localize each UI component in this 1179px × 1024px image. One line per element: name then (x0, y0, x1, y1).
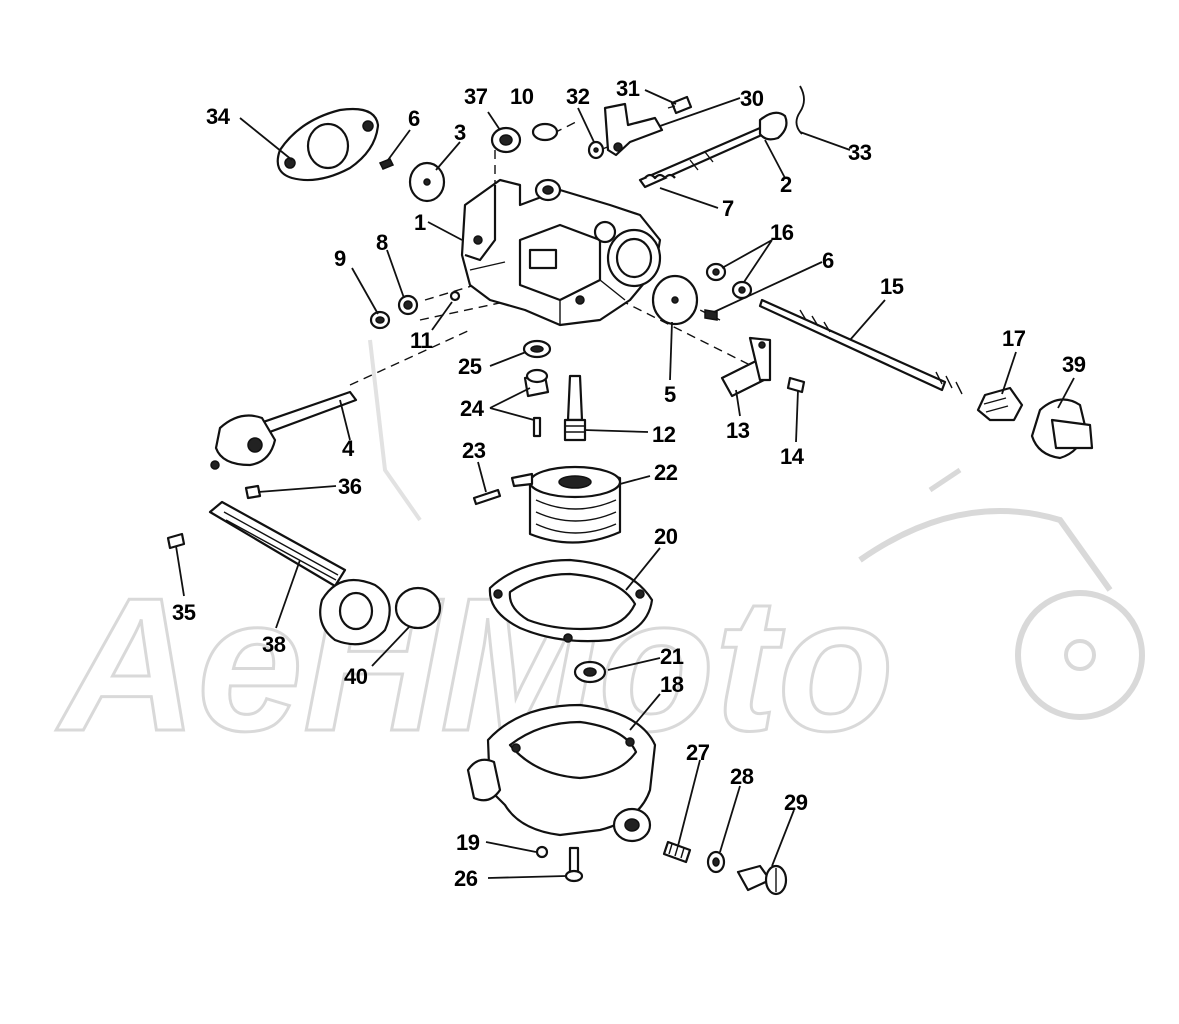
callout-31: 31 (616, 76, 640, 101)
part-4-throttle-shaft (210, 390, 358, 470)
callout-39: 39 (1062, 352, 1086, 377)
callout-3: 3 (454, 120, 466, 145)
callout-35: 35 (172, 600, 196, 625)
part-40-plug (394, 586, 442, 630)
part-28-washer (706, 850, 726, 874)
callout-21: 21 (660, 644, 684, 669)
callout-36: 36 (338, 474, 362, 499)
part-10-plug (531, 122, 559, 142)
part-13-bracket (720, 336, 772, 398)
callout-16: 16 (770, 220, 794, 245)
callout-32: 32 (566, 84, 590, 109)
callout-18: 18 (660, 672, 684, 697)
callout-17: 17 (1002, 326, 1026, 351)
callout-5: 5 (664, 382, 676, 407)
part-6-screw (378, 158, 395, 170)
part-38-intake-tube (208, 500, 391, 646)
part-15-needle-valve (758, 298, 963, 395)
part-31-screw (667, 95, 693, 115)
leader-lines (175, 89, 1075, 879)
part-21-valve (573, 660, 607, 684)
callout-40: 40 (344, 664, 368, 689)
callout-33: 33 (848, 140, 872, 165)
part-39-knob (1030, 398, 1094, 460)
part-16-nuts (705, 262, 753, 300)
part-30-choke-lever (603, 102, 664, 157)
part-35-screw (166, 532, 186, 550)
part-6-screw-right (704, 309, 718, 321)
part-24-needle-seat (523, 368, 550, 438)
callout-4: 4 (342, 436, 355, 461)
callout-34: 34 (206, 104, 231, 129)
callout-6-top: 6 (408, 106, 420, 131)
part-3-throttle-plate (408, 161, 446, 203)
callout-10: 10 (510, 84, 534, 109)
part-8-washer (397, 294, 419, 316)
watermark-wheel (1015, 590, 1145, 720)
callout-2: 2 (780, 172, 792, 197)
part-34-flange-gasket (276, 107, 380, 182)
part-26-screw (564, 846, 584, 883)
callout-8: 8 (376, 230, 388, 255)
part-32-washer (587, 140, 605, 160)
part-27-jet (662, 840, 692, 864)
part-25-o-ring (522, 339, 552, 359)
part-9-nut (369, 310, 391, 330)
callout-7: 7 (722, 196, 734, 221)
callout-25: 25 (458, 354, 482, 379)
callout-23: 23 (462, 438, 486, 463)
callout-22: 22 (654, 460, 678, 485)
callout-13: 13 (726, 418, 750, 443)
callout-12: 12 (652, 422, 676, 447)
part-18-float-bowl (466, 703, 657, 843)
callout-9: 9 (334, 246, 346, 271)
callout-labels: 34 6 3 37 10 32 31 30 33 2 7 1 16 6 9 8 … (172, 76, 1086, 891)
callout-30: 30 (740, 86, 764, 111)
part-29-plug (736, 864, 788, 896)
part-14-screw (786, 376, 806, 394)
part-17-plug (976, 386, 1024, 422)
callout-1: 1 (414, 210, 426, 235)
callout-29: 29 (784, 790, 808, 815)
callout-26: 26 (454, 866, 478, 891)
part-33-wire-clip (795, 85, 805, 135)
part-23-pin (472, 488, 502, 506)
watermark: AeHMoto (55, 339, 1145, 773)
callout-11: 11 (410, 328, 433, 353)
part-1-carburetor-body (460, 178, 662, 327)
part-2-choke-shaft (638, 111, 788, 189)
callout-6-right: 6 (822, 248, 834, 273)
part-11-ball (449, 290, 461, 302)
callout-28: 28 (730, 764, 754, 789)
part-7-spring (644, 173, 676, 180)
callout-38: 38 (262, 632, 286, 657)
part-36-screw (244, 484, 262, 500)
part-12-nozzle (563, 374, 587, 442)
callout-20: 20 (654, 524, 678, 549)
callout-24: 24 (460, 396, 485, 421)
callout-27: 27 (686, 740, 710, 765)
part-22-float (510, 465, 622, 544)
part-5-choke-plate (651, 274, 699, 326)
callout-15: 15 (880, 274, 904, 299)
part-19-ball (535, 845, 549, 859)
callout-14: 14 (780, 444, 805, 469)
callout-19: 19 (456, 830, 480, 855)
watermark-text: AeHMoto (56, 559, 894, 771)
callout-37: 37 (464, 84, 488, 109)
part-37-nut (490, 126, 522, 154)
part-20-bowl-gasket (488, 558, 654, 643)
